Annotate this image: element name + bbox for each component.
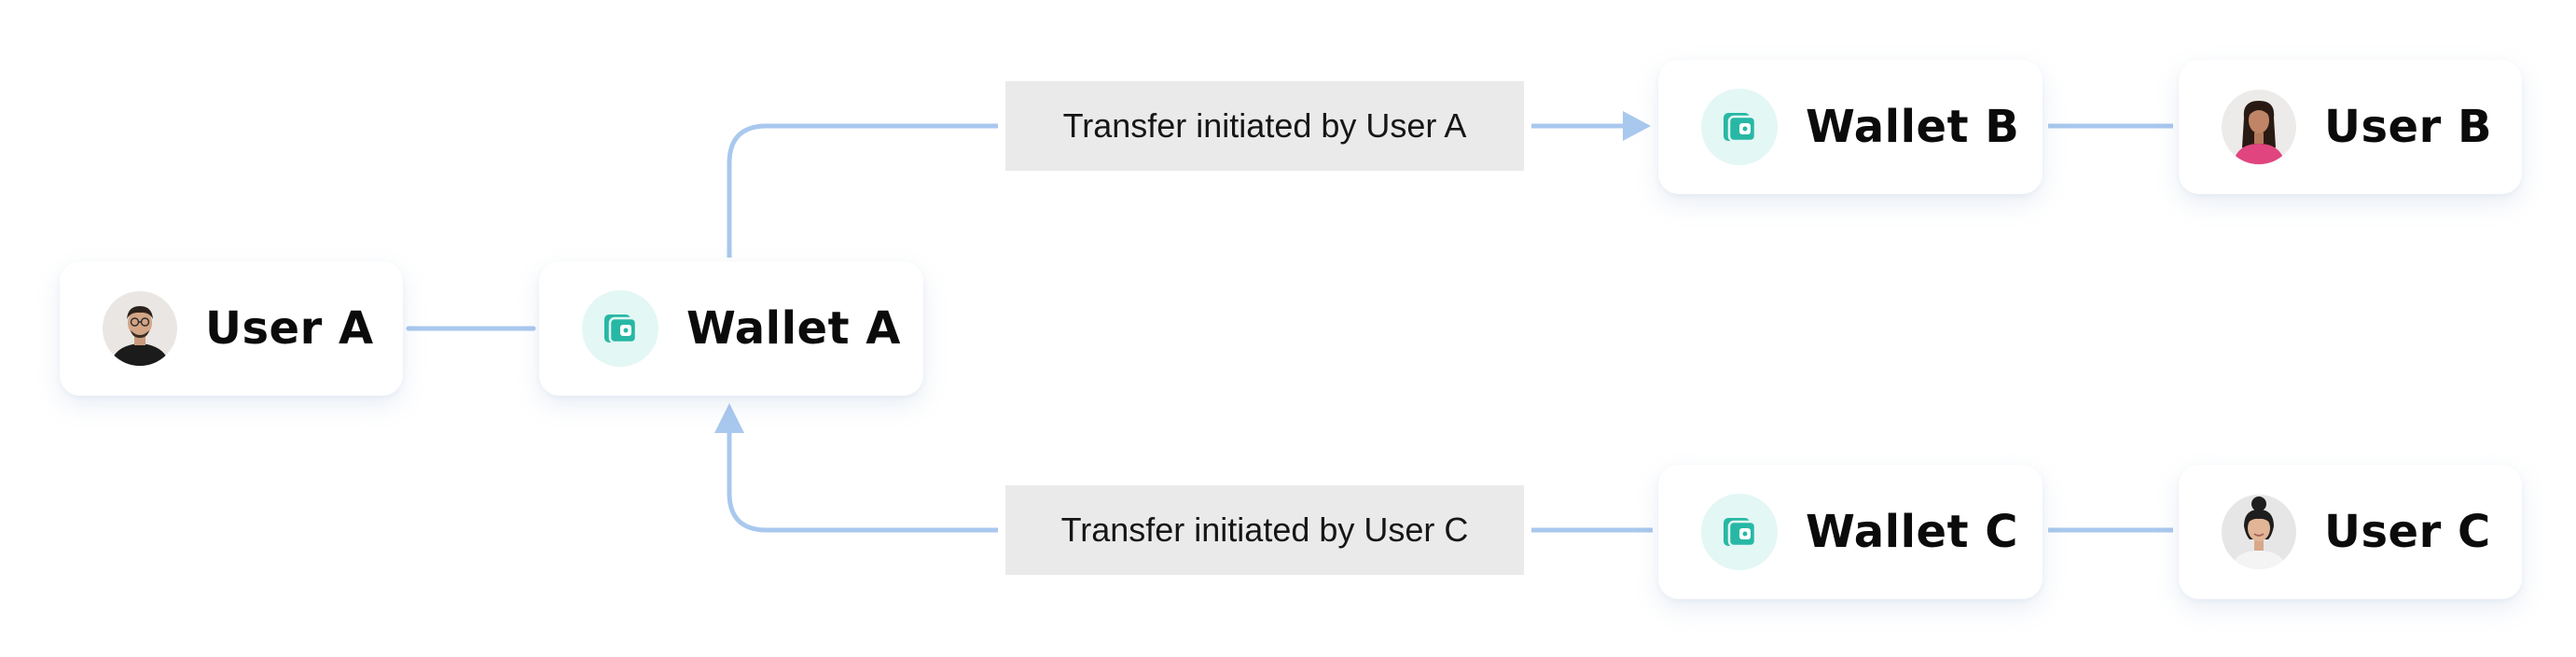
wallet-b-label: Wallet B (1806, 101, 2020, 153)
user-avatar-icon (2222, 90, 2296, 164)
user-b-label: User B (2324, 101, 2493, 153)
user-c-avatar (2222, 495, 2296, 569)
wallet-b-badge (1701, 89, 1778, 165)
wallet-icon (604, 315, 638, 344)
user-a-label: User A (205, 302, 374, 355)
user-avatar-icon (103, 291, 177, 366)
wallet-c-badge (1701, 494, 1778, 570)
node-user-a: User A (60, 261, 403, 396)
user-c-label: User C (2324, 506, 2491, 558)
wallet-c-label: Wallet C (1806, 506, 2018, 558)
edge-wallet-a-to-label-a (727, 123, 998, 258)
edge-label-transfer-user-a: Transfer initiated by User A (1005, 81, 1524, 171)
wallet-a-label: Wallet A (686, 302, 901, 355)
user-a-avatar (103, 291, 177, 366)
wallet-a-badge (582, 290, 658, 367)
wallet-icon (1724, 518, 1757, 548)
node-user-b: User B (2179, 60, 2522, 194)
node-user-c: User C (2179, 465, 2522, 599)
arrowhead-to-wallet-b (1623, 111, 1651, 141)
edge-label-c-to-wallet-a (727, 427, 998, 533)
user-avatar-icon (2222, 495, 2296, 569)
edge-label-transfer-user-c: Transfer initiated by User C (1005, 485, 1524, 575)
node-wallet-b: Wallet B (1658, 60, 2043, 194)
arrowhead-to-wallet-a (714, 403, 744, 433)
user-b-avatar (2222, 90, 2296, 164)
node-wallet-a: Wallet A (539, 261, 923, 396)
node-wallet-c: Wallet C (1658, 465, 2043, 599)
wallet-icon (1724, 113, 1757, 143)
